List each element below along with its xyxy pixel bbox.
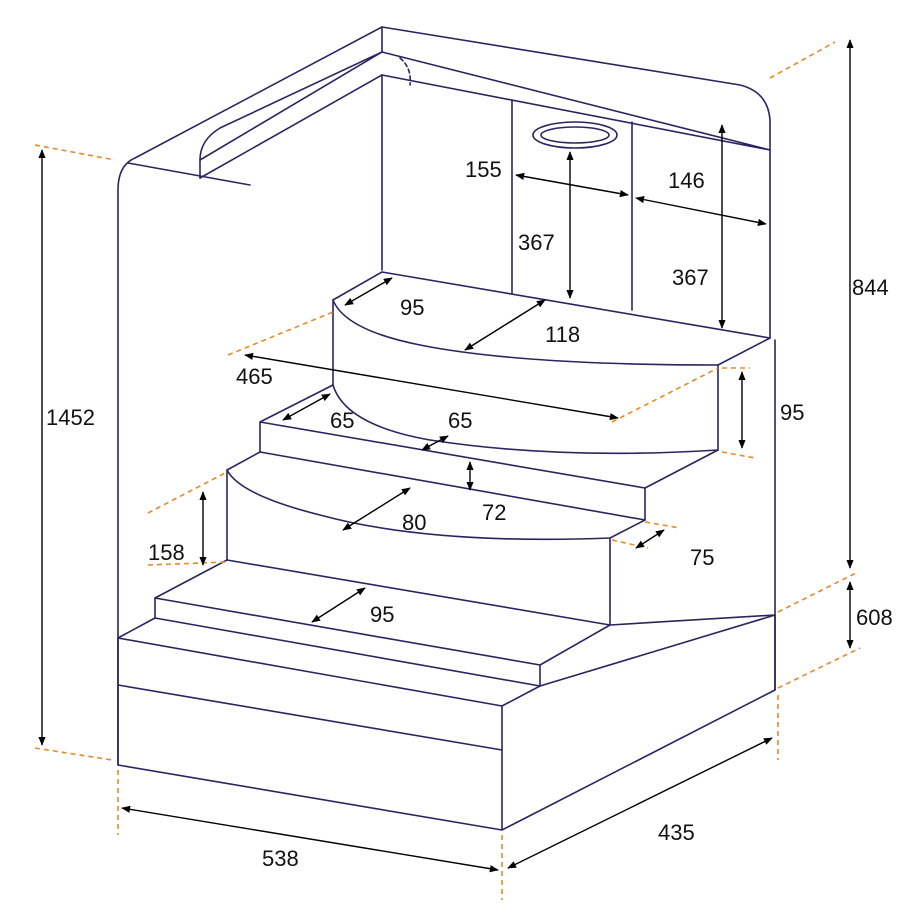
dim-155-arrow [515,172,629,198]
dim-146-arrow [635,196,767,226]
second-step-tread [259,384,719,489]
ext-95-riser-bot [721,451,756,459]
label-538: 538 [262,846,299,871]
ext-465-right [611,367,719,423]
label-80: 80 [402,510,426,535]
dim-538-arrow [121,805,499,873]
bottom-step-tread [117,617,541,707]
label-65-right: 65 [448,408,472,433]
top-step-riser [332,299,719,455]
ext-158-bot [147,561,228,566]
label-95-riser: 95 [780,400,804,425]
dim-465-arrow [244,352,619,421]
second-step-riser [259,421,646,521]
label-1452: 1452 [46,405,95,430]
dim-118-arrow [464,299,546,351]
dim-65-left-arrow [282,393,331,421]
ext-base-right [777,647,861,689]
dim-95-top-arrow [344,277,393,306]
label-435: 435 [658,820,695,845]
left-wall [117,26,383,766]
handle-oval-inner [540,126,610,144]
label-95-top: 95 [400,295,424,320]
ext-75-top [644,521,681,529]
ext-158-top [147,471,228,514]
dim-65-right-arrow [421,435,449,451]
ext-mid-right [777,571,859,613]
right-wall [769,149,776,691]
back-rim [381,26,771,151]
back-rim-dashed [399,57,412,86]
dimension-arrows [38,39,854,873]
label-158: 158 [148,540,185,565]
dimension-labels: 1452 844 608 538 435 155 146 367 367 95 … [46,157,893,871]
label-75: 75 [690,545,714,570]
label-608: 608 [856,605,893,630]
label-72: 72 [482,500,506,525]
base-block [117,614,776,831]
label-155: 155 [465,157,502,182]
ext-top-right [769,41,836,79]
label-146: 146 [668,168,705,193]
bottom-step-riser [117,637,503,751]
label-367-left: 367 [518,230,555,255]
label-844: 844 [852,275,889,300]
fourth-step-riser [154,597,541,687]
label-95-bottom: 95 [370,602,394,627]
top-step-tread [332,271,771,366]
third-step-tread [226,451,646,541]
handle-oval-outer [532,121,618,149]
left-wall-inner-top [199,74,383,179]
left-wall-rim [127,51,383,186]
ext-465-left [227,311,334,356]
dim-75-arrow [635,529,665,549]
ext-bottom-left [34,747,113,761]
ext-top-left [34,144,116,161]
label-465: 465 [236,364,273,389]
third-step-riser [226,469,611,626]
label-367-right: 367 [672,265,709,290]
dim-80-arrow [342,487,411,531]
dim-435-arrow [507,737,773,869]
stair-unit-outline [117,26,776,831]
label-65-left: 65 [330,408,354,433]
label-118: 118 [545,322,580,347]
dim-95-bottom-arrow [311,587,366,623]
